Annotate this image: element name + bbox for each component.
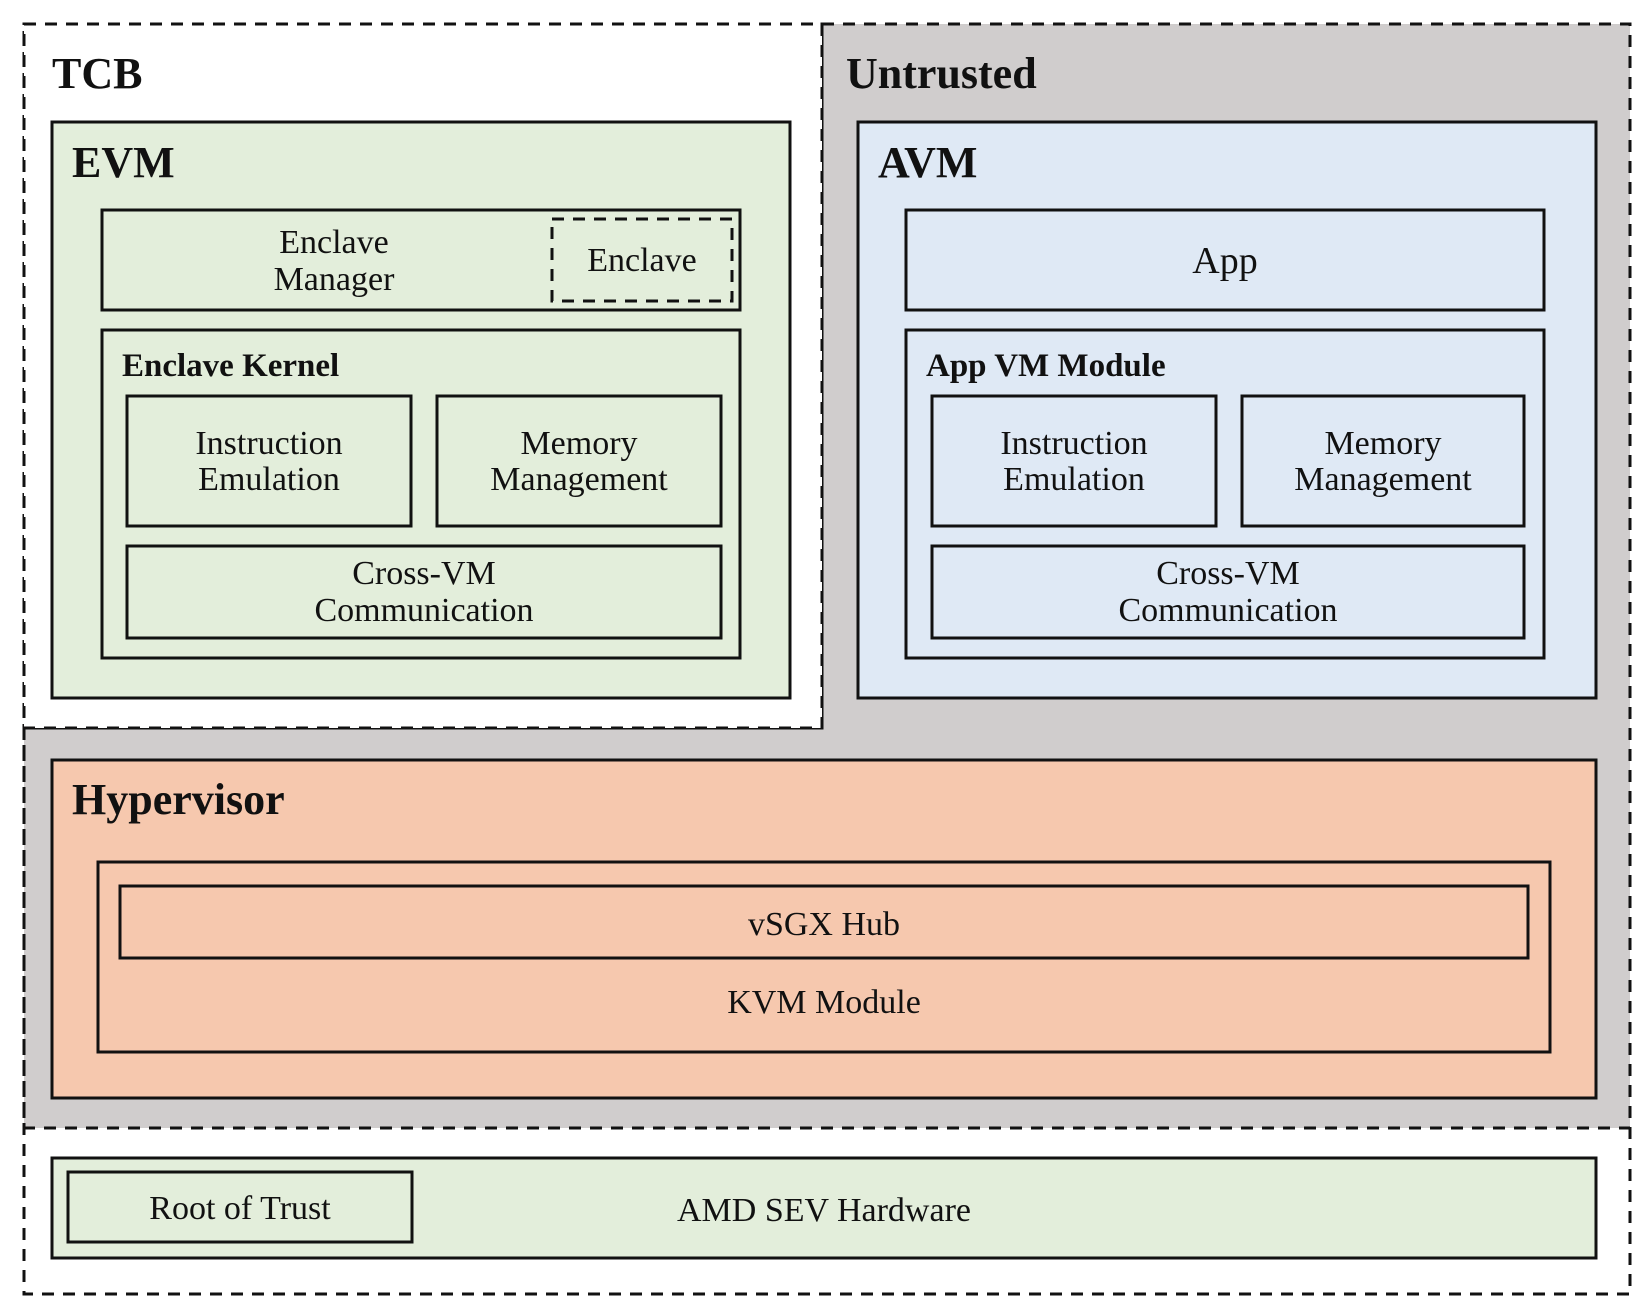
- evm-title: EVM: [72, 138, 175, 187]
- kvm-module-label: KVM Module: [727, 984, 921, 1021]
- hypervisor-box: Hypervisor vSGX Hub KVM Module: [50, 758, 1598, 1100]
- evm-box: EVM Enclave Manager Enclave Enclave Kern…: [50, 120, 792, 700]
- tcb-label: TCB: [52, 49, 142, 98]
- app-label: App: [1192, 240, 1257, 282]
- avm-instruction-emulation-box: Instruction Emulation: [930, 394, 1218, 528]
- root-of-trust-box: Root of Trust: [66, 1170, 414, 1244]
- avm-crossvm-line1: Cross-VM: [1156, 555, 1300, 592]
- app-box: App: [904, 208, 1546, 312]
- kvm-module-box: vSGX Hub KVM Module: [96, 860, 1552, 1054]
- enclave-box: Enclave: [550, 217, 734, 303]
- avm-box: AVM App App VM Module Instruction Emulat…: [856, 120, 1598, 700]
- evm-crossvm-line2: Communication: [314, 592, 533, 629]
- amd-sev-hardware-box: Root of Trust AMD SEV Hardware: [50, 1156, 1598, 1260]
- avm-crossvm-line2: Communication: [1118, 592, 1337, 629]
- avm-instruction-line2: Emulation: [1003, 461, 1145, 498]
- vsgx-hub-label: vSGX Hub: [748, 906, 900, 943]
- evm-memory-management-box: Memory Management: [435, 394, 723, 528]
- vsgx-hub-box: vSGX Hub: [118, 884, 1530, 960]
- avm-memory-line1: Memory: [1324, 425, 1441, 462]
- untrusted-label: Untrusted: [846, 49, 1037, 98]
- avm-memory-line2: Management: [1294, 461, 1472, 498]
- evm-instruction-emulation-box: Instruction Emulation: [125, 394, 413, 528]
- evm-instruction-line2: Emulation: [198, 461, 340, 498]
- enclave-manager-line1: Enclave: [279, 224, 389, 261]
- enclave-kernel-title: Enclave Kernel: [122, 348, 339, 384]
- app-vm-module-box: App VM Module Instruction Emulation Memo…: [904, 328, 1546, 660]
- avm-cross-vm-box: Cross-VM Communication: [930, 544, 1526, 640]
- enclave-label: Enclave: [587, 242, 697, 279]
- evm-memory-line1: Memory: [520, 425, 637, 462]
- app-vm-module-title: App VM Module: [926, 348, 1166, 384]
- amd-sev-hardware-label: AMD SEV Hardware: [677, 1192, 971, 1229]
- evm-memory-line2: Management: [490, 461, 668, 498]
- root-of-trust-label: Root of Trust: [149, 1190, 331, 1227]
- hypervisor-title: Hypervisor: [72, 775, 285, 824]
- enclave-manager-box: Enclave Manager: [100, 208, 742, 312]
- evm-cross-vm-box: Cross-VM Communication: [125, 544, 723, 640]
- avm-memory-management-box: Memory Management: [1240, 394, 1526, 528]
- enclave-kernel-box: Enclave Kernel Instruction Emulation Mem…: [100, 328, 742, 660]
- outer-frame: [22, 22, 1632, 1296]
- enclave-manager-line2: Manager: [274, 261, 396, 298]
- evm-instruction-line1: Instruction: [195, 425, 342, 462]
- avm-title: AVM: [878, 138, 977, 187]
- evm-crossvm-line1: Cross-VM: [352, 555, 496, 592]
- avm-instruction-line1: Instruction: [1000, 425, 1147, 462]
